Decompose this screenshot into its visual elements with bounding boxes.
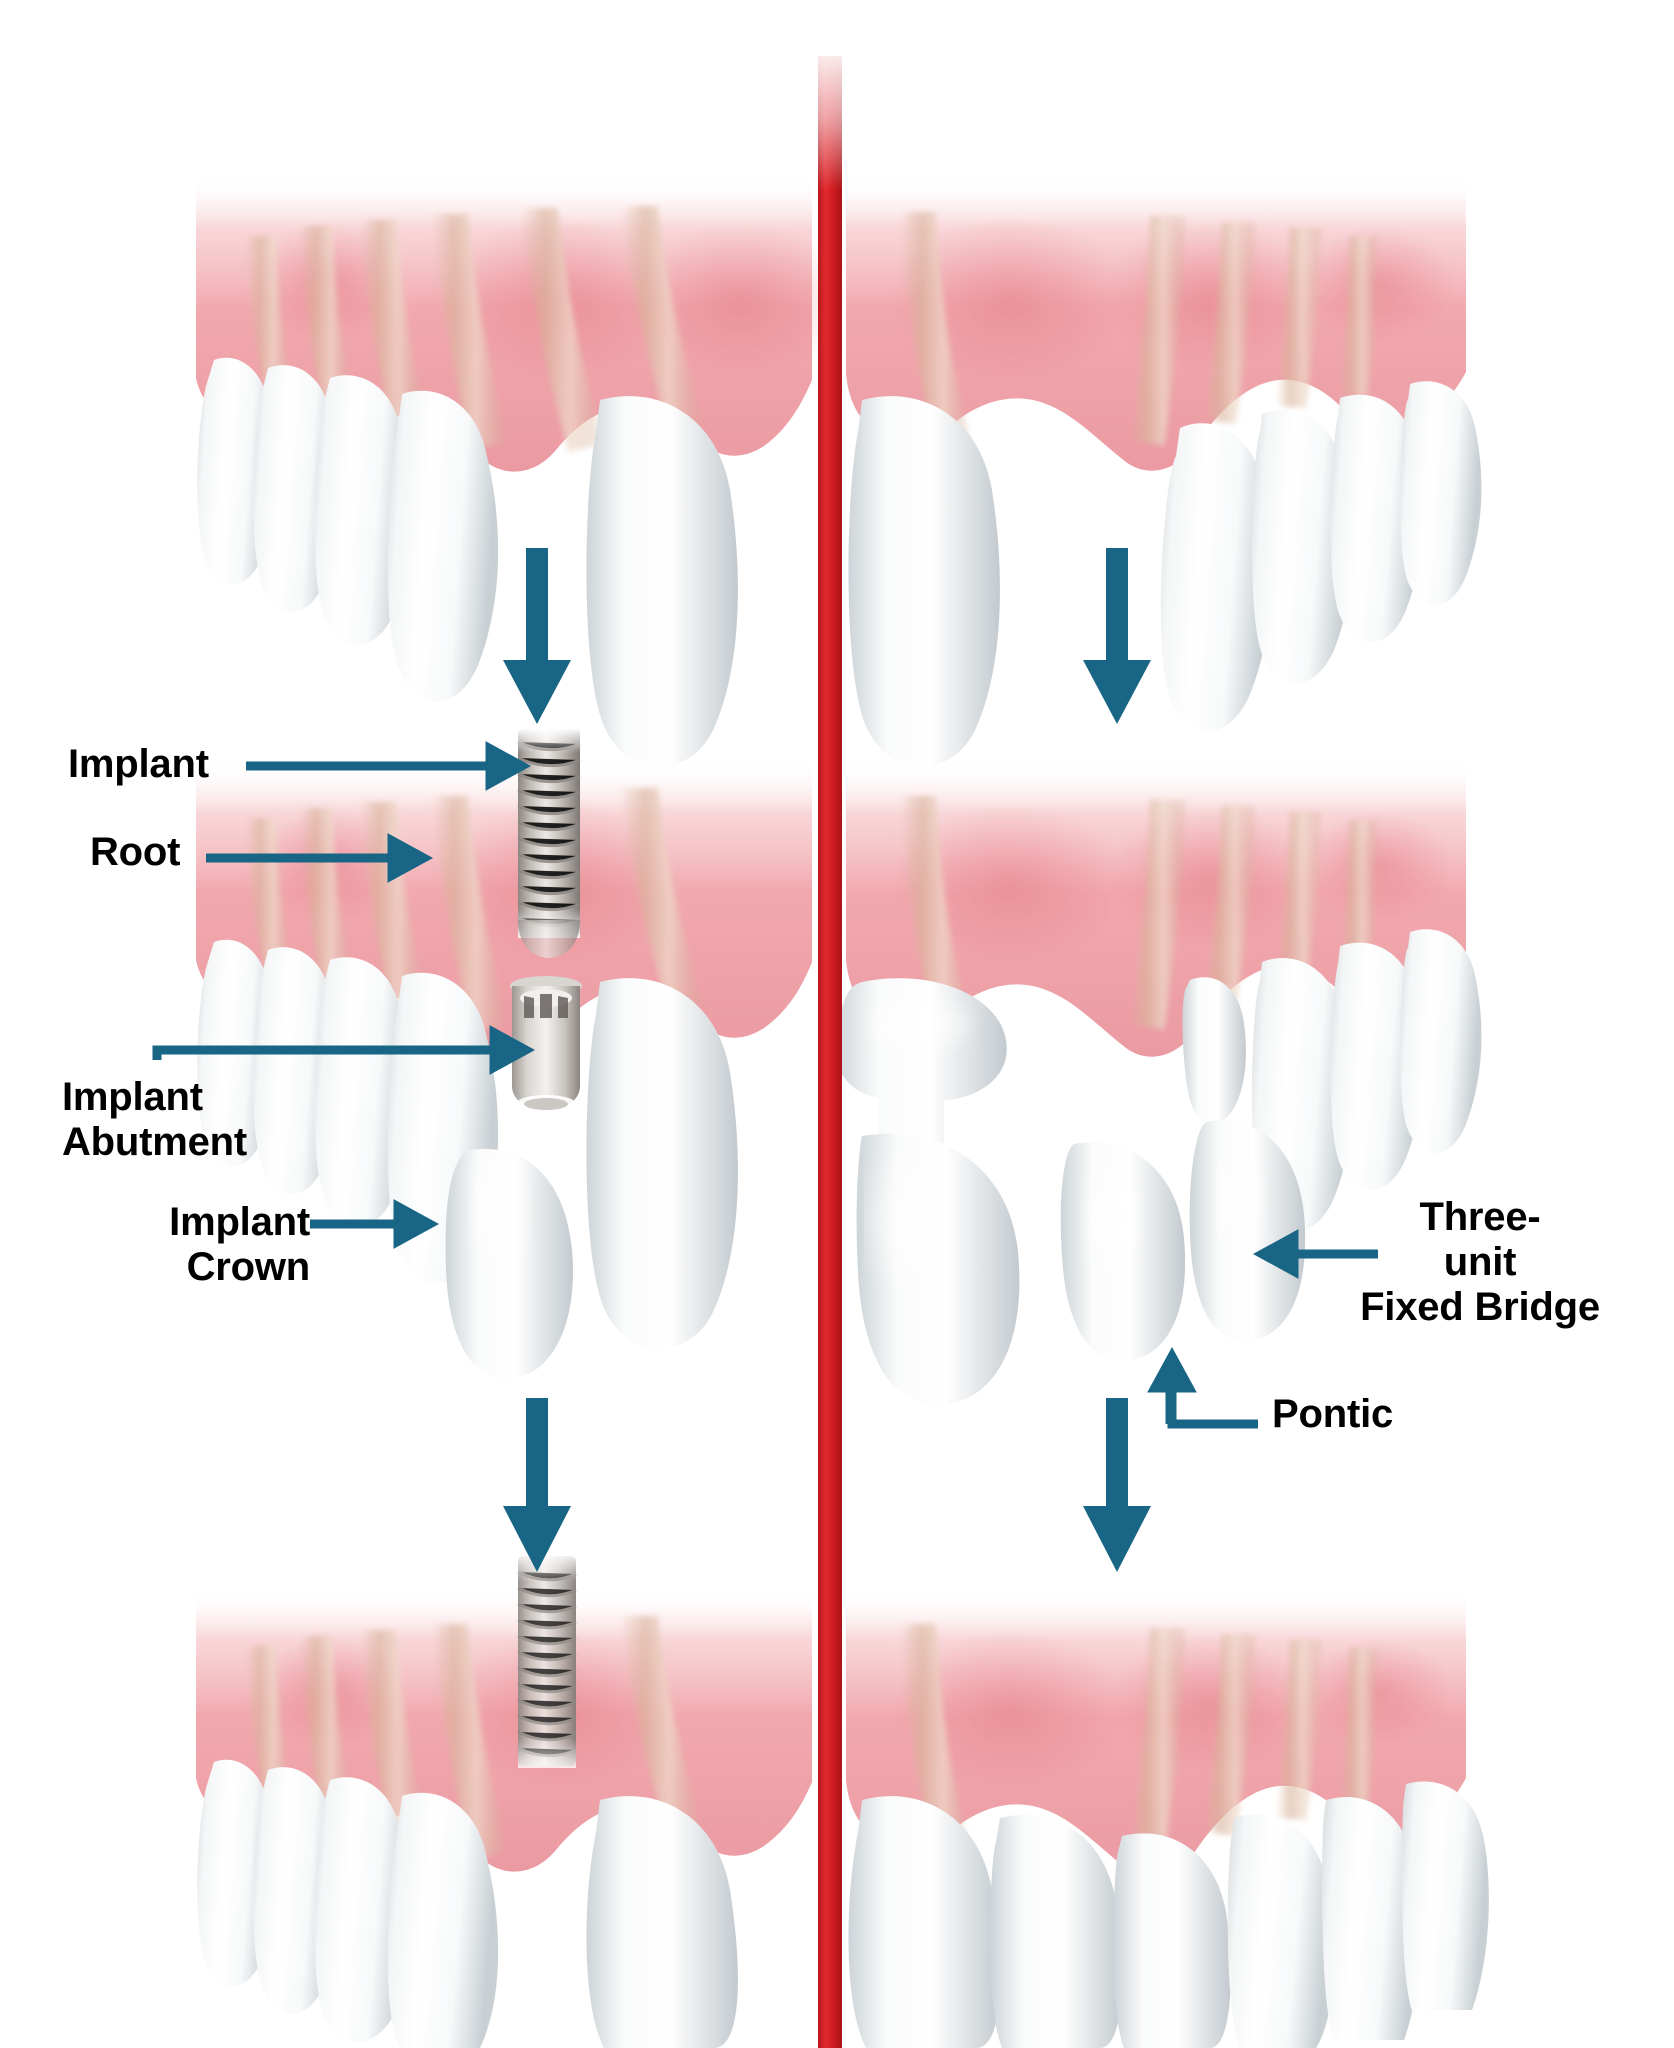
assembly-arrow-right-bottom [1083,1398,1151,1572]
implant-abutment-part [510,976,582,1113]
label-implant-crown: Implant Crown [169,1200,310,1289]
leader-pontic [1147,1346,1258,1429]
leader-lines [152,741,1378,1429]
leader-three-unit-fixed-bridge [1252,1229,1378,1279]
gum-top-left [196,175,850,767]
label-implant-abutment: Implant Abutment [62,1075,248,1164]
row-top-before [196,175,1482,767]
leader-implant [246,741,532,791]
assembly-arrows [503,548,1151,1572]
gum-middle-right [834,760,1482,1232]
three-unit-fixed-bridge-part [856,1120,1306,1405]
implant-screw-placed [517,1556,577,1768]
gum-middle-left [196,760,812,1349]
row-middle-components [196,728,1482,1405]
implant-screw-exploded [517,728,581,958]
label-implant: Implant [68,742,209,786]
leader-implant-abutment [152,1025,536,1075]
label-pontic: Pontic [1272,1392,1394,1436]
label-three-unit-fixed-bridge: Three- unit Fixed Bridge [1360,1195,1600,1329]
gum-bottom-right [846,1588,1489,2048]
panel-divider-red [818,56,842,2048]
leader-implant-crown [310,1199,440,1249]
leader-root [206,833,434,883]
assembly-arrow-right-top [1083,548,1151,724]
label-root: Root [90,830,181,874]
assembly-arrow-left-top [503,548,571,724]
row-bottom-after [196,1556,1489,2048]
gum-top-right [846,175,1482,767]
implant-crown-part [445,1149,573,1379]
assembly-arrow-left-bottom [503,1398,571,1572]
gum-bottom-left [196,1556,812,2048]
